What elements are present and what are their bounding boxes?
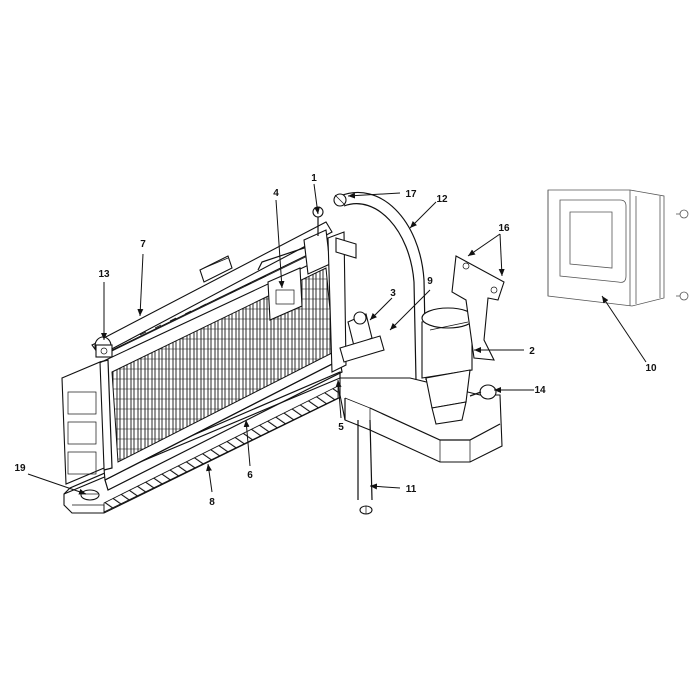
callout-13: 13 bbox=[98, 269, 110, 280]
callout-labels: 1 2 3 4 5 6 7 8 9 10 11 12 13 14 16 17 1… bbox=[14, 173, 657, 508]
callout-2: 2 bbox=[529, 346, 535, 357]
water-valve bbox=[339, 311, 385, 363]
callout-1: 1 bbox=[311, 173, 317, 184]
callout-4: 4 bbox=[273, 188, 279, 199]
callout-14: 14 bbox=[534, 385, 546, 396]
leader-lines bbox=[27, 183, 647, 495]
water-pump bbox=[421, 307, 475, 425]
drain-hose bbox=[357, 419, 373, 515]
drain-fitting bbox=[80, 489, 100, 501]
water-trough bbox=[63, 371, 346, 514]
callout-3: 3 bbox=[390, 288, 396, 299]
callout-12: 12 bbox=[436, 194, 448, 205]
callout-19: 19 bbox=[14, 463, 26, 474]
water-hose bbox=[333, 191, 427, 381]
callout-5: 5 bbox=[338, 422, 344, 433]
reservoir-pan bbox=[339, 377, 503, 463]
front-door-panel-inset bbox=[547, 189, 689, 307]
callout-11: 11 bbox=[406, 484, 417, 495]
tube-end-fitting bbox=[95, 344, 113, 358]
callout-9: 9 bbox=[427, 276, 433, 287]
thermostat-bracket bbox=[257, 206, 331, 321]
callout-10: 10 bbox=[645, 363, 657, 374]
callout-16: 16 bbox=[498, 223, 510, 234]
callout-7: 7 bbox=[140, 239, 146, 250]
callout-6: 6 bbox=[247, 470, 253, 481]
callout-8: 8 bbox=[209, 497, 215, 508]
side-frame bbox=[61, 359, 113, 485]
callout-17: 17 bbox=[405, 189, 417, 200]
mounting-post bbox=[327, 231, 357, 373]
